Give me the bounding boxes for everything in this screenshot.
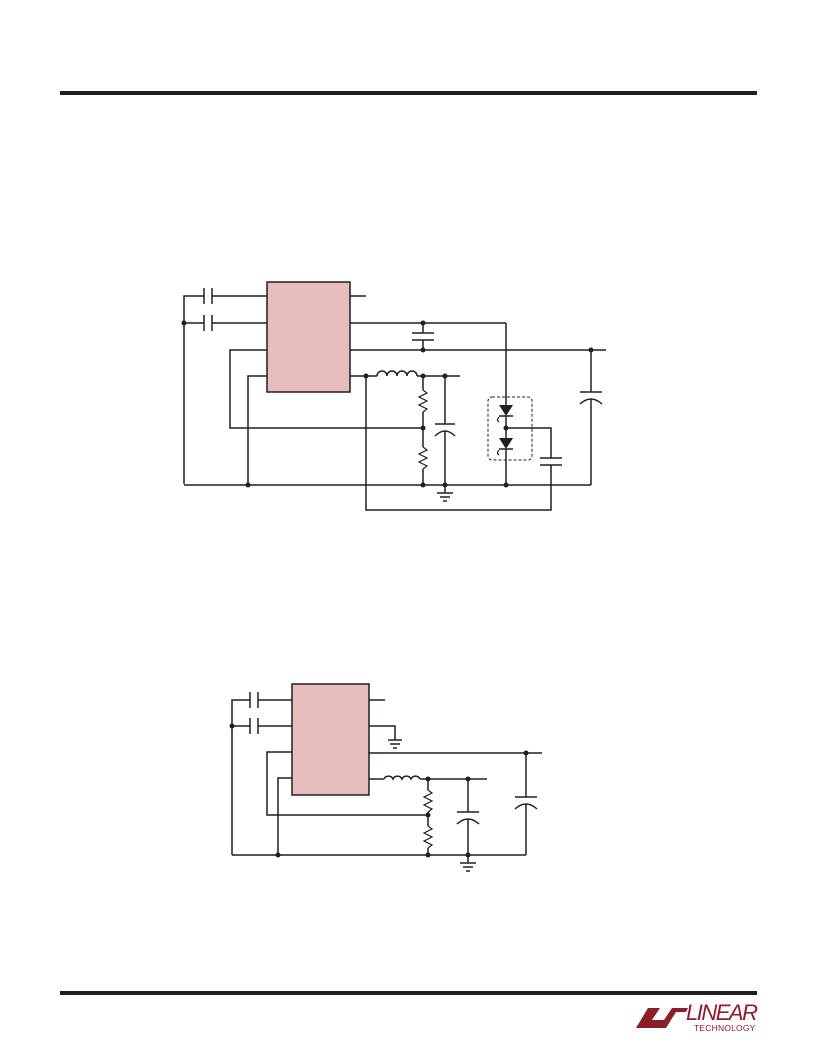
brand-subtitle: TECHNOLOGY (694, 1023, 756, 1033)
brand-logo: LINEAR TECHNOLOGY (686, 1000, 758, 1033)
ic-chip-1 (266, 281, 351, 393)
brand-name: LINEAR (686, 1000, 758, 1025)
header-rule (60, 91, 757, 95)
footer-rule (60, 991, 757, 995)
ic-chip-2 (291, 683, 370, 796)
